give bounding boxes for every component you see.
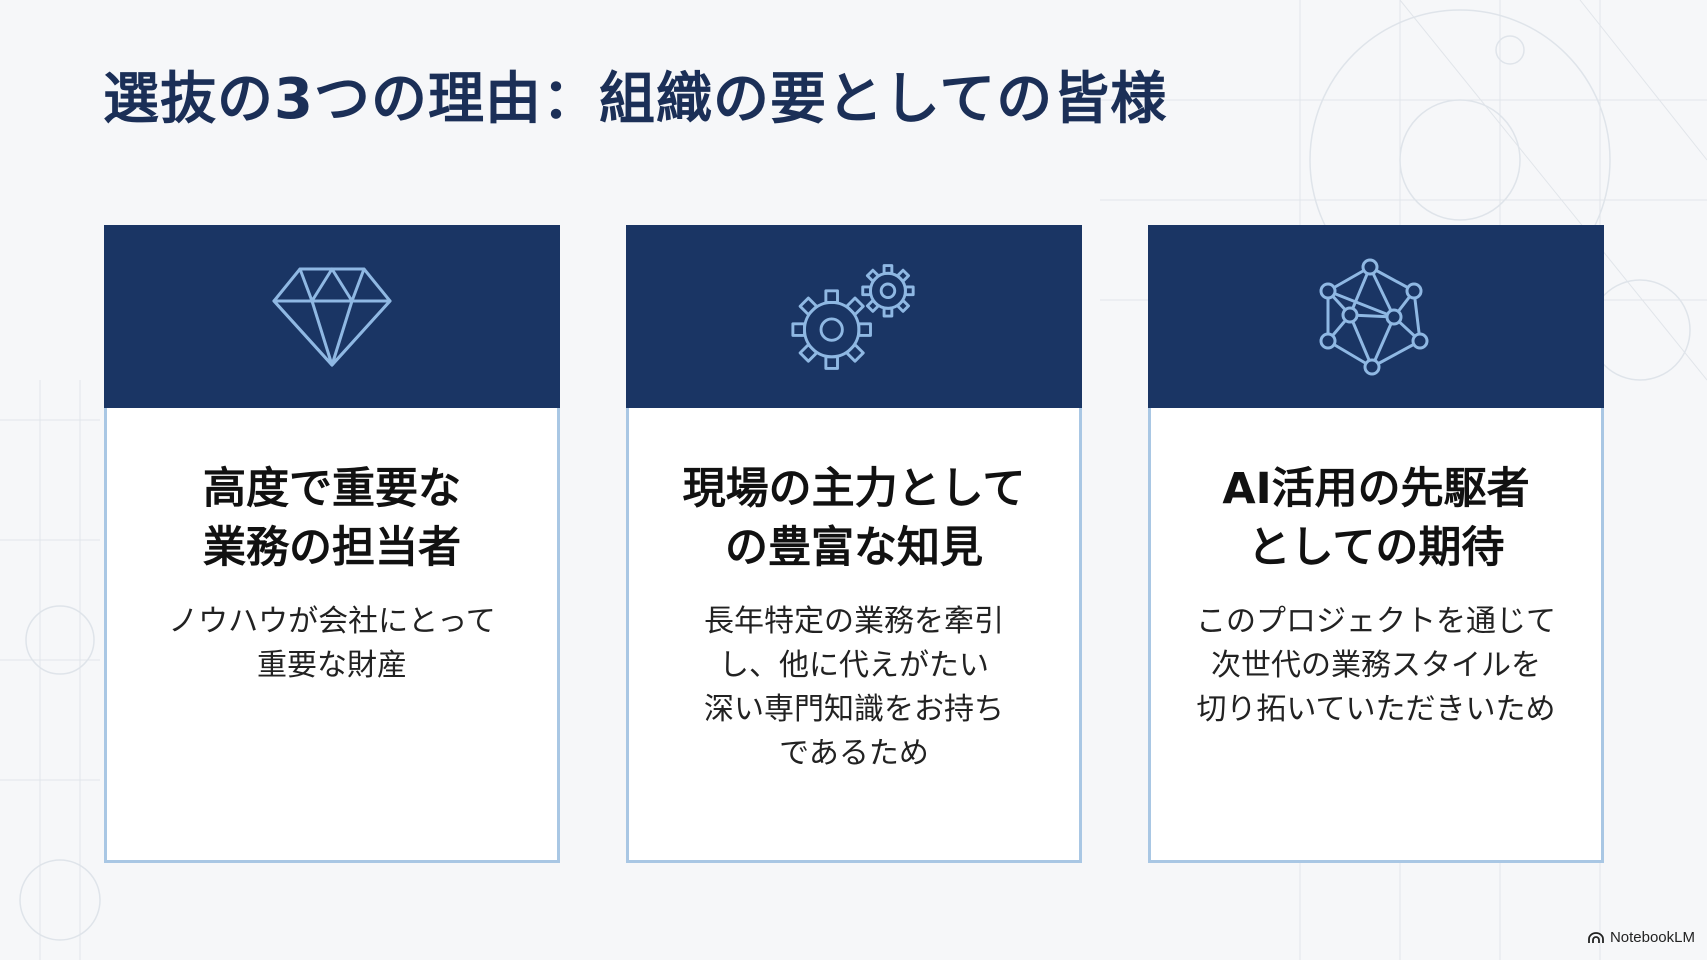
card-description-line: このプロジェクトを通じて [1196,604,1556,639]
card-title-line: の豊富な知見 [725,523,983,573]
notebooklm-logo-icon [1588,931,1604,944]
card-title: AI活用の先駆者 としての期待 [1151,460,1601,578]
card-description-line: し、他に代えがたい [719,648,989,683]
card-description-line: 深い専門知識をお持ち [704,692,1004,727]
card-description-line: 切り拓いていただきいため [1196,692,1556,727]
card-header [104,225,560,408]
card-description: 長年特定の業務を牽引 し、他に代えがたい 深い専門知識をお持ち であるため [629,600,1079,776]
card-description-line: ノウハウが会社にとって [168,604,496,639]
card-header [1148,225,1604,408]
notebooklm-brand: NotebookLM [1588,929,1695,946]
card-title-line: 高度で重要な [203,464,461,514]
card-description-line: 次世代の業務スタイルを [1211,648,1541,683]
card-title-line: 現場の主力として [682,464,1026,514]
card-title-line: 業務の担当者 [203,523,461,573]
card-description: ノウハウが会社にとって 重要な財産 [107,600,557,688]
reason-card-2: 現場の主力として の豊富な知見 長年特定の業務を牽引 し、他に代えがたい 深い専… [626,225,1082,863]
reason-card-3: AI活用の先駆者 としての期待 このプロジェクトを通じて 次世代の業務スタイルを… [1148,225,1604,863]
reason-card-1: 高度で重要な 業務の担当者 ノウハウが会社にとって 重要な財産 [104,225,560,863]
card-description-line: 重要な財産 [257,648,407,683]
card-description: このプロジェクトを通じて 次世代の業務スタイルを 切り拓いていただきいため [1151,600,1601,732]
card-title-line: AI活用の先駆者 [1222,464,1530,514]
card-title: 現場の主力として の豊富な知見 [629,460,1079,578]
diamond-icon [267,257,397,377]
gears-icon [789,257,919,377]
card-description-line: 長年特定の業務を牽引 [704,604,1004,639]
card-header [626,225,1082,408]
network-icon [1311,257,1441,377]
page-title: 選抜の3つの理由：組織の要としての皆様 [103,67,1168,132]
brand-label: NotebookLM [1609,929,1695,946]
card-title: 高度で重要な 業務の担当者 [107,460,557,578]
card-title-line: としての期待 [1247,523,1505,573]
card-description-line: であるため [779,736,929,771]
